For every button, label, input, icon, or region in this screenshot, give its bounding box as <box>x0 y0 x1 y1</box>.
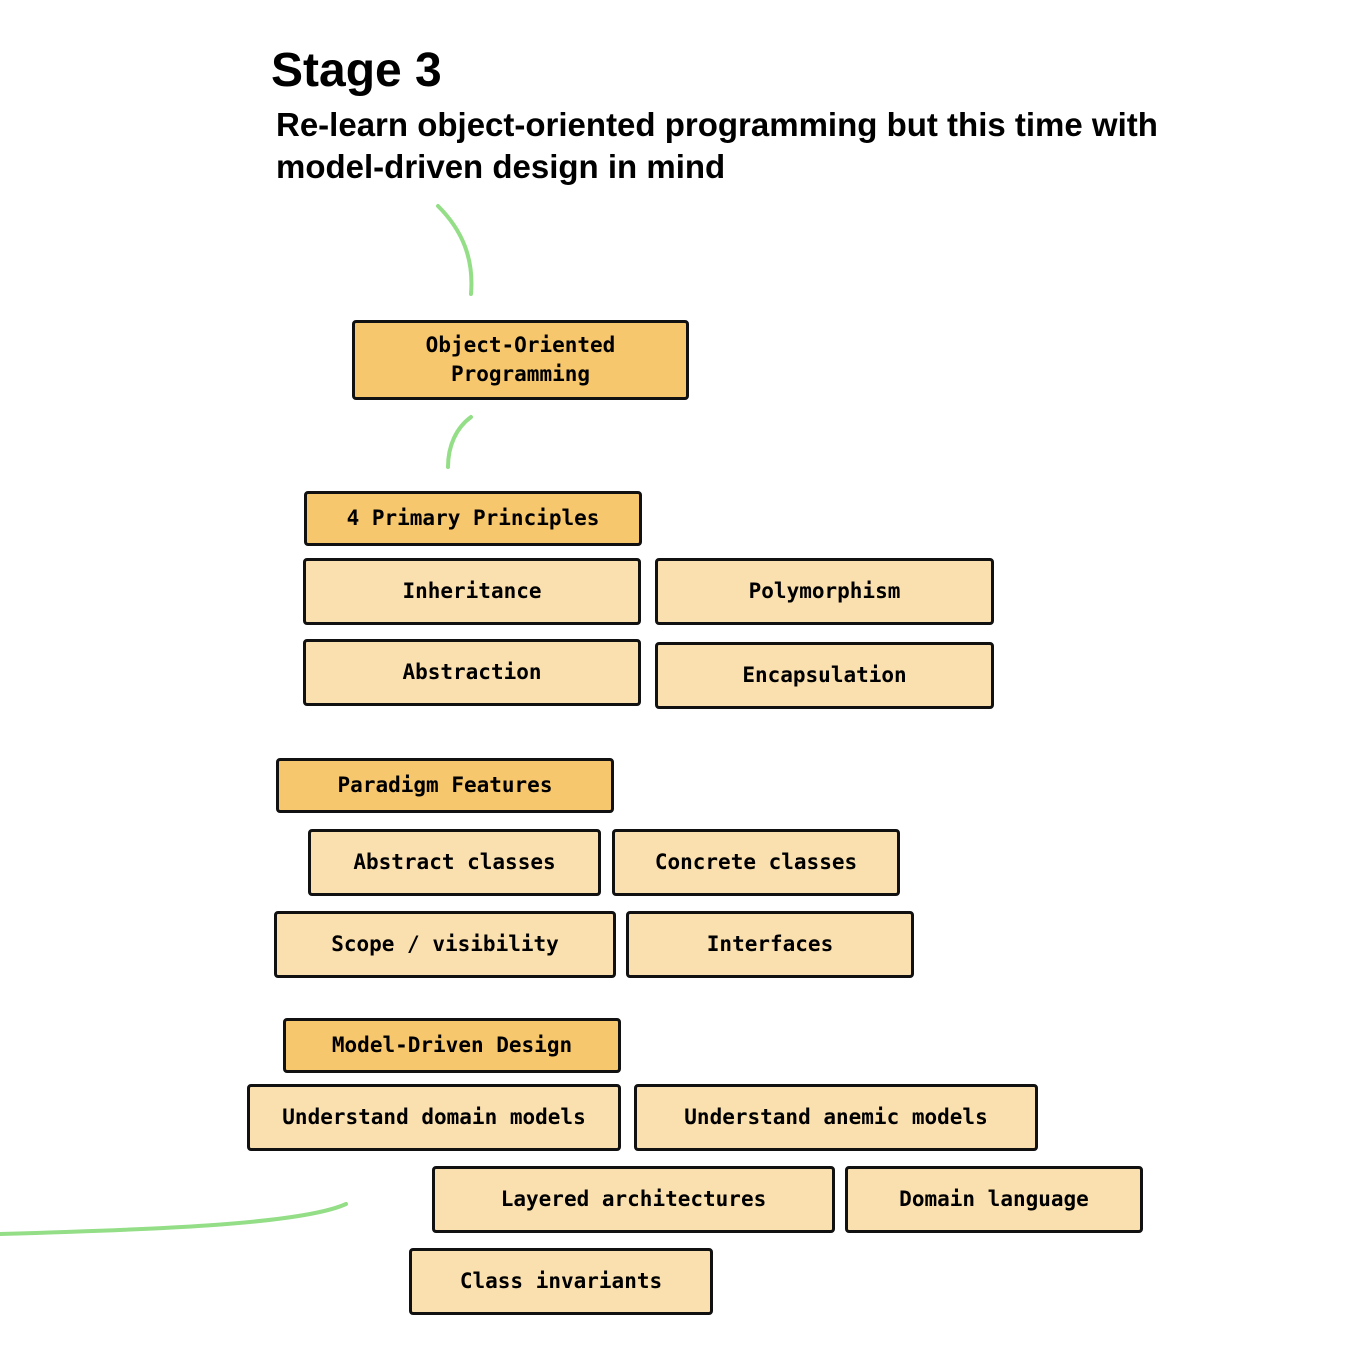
connector-top <box>436 204 474 296</box>
group-header-model-driven-design: Model-Driven Design <box>283 1018 621 1073</box>
node-interfaces: Interfaces <box>626 911 914 978</box>
node-encapsulation: Encapsulation <box>655 642 994 709</box>
stage-subtitle: Re-learn object-oriented programming but… <box>276 106 1158 185</box>
connector-bottom-left <box>0 1202 348 1236</box>
node-abstraction: Abstraction <box>303 639 641 706</box>
node-concrete-classes: Concrete classes <box>612 829 900 896</box>
node-class-invariants: Class invariants <box>409 1248 713 1315</box>
node-layered-architectures: Layered architectures <box>432 1166 835 1233</box>
node-scope-visibility: Scope / visibility <box>274 911 616 978</box>
group-header-primary-principles: 4 Primary Principles <box>304 491 642 546</box>
node-understand-anemic-models: Understand anemic models <box>634 1084 1038 1151</box>
stage-title: Stage 3 <box>271 44 442 97</box>
node-inheritance: Inheritance <box>303 558 641 625</box>
node-object-oriented-programming: Object-Oriented Programming <box>352 320 689 400</box>
node-abstract-classes: Abstract classes <box>308 829 601 896</box>
connector-middle <box>446 415 473 469</box>
node-polymorphism: Polymorphism <box>655 558 994 625</box>
group-header-paradigm-features: Paradigm Features <box>276 758 614 813</box>
node-domain-language: Domain language <box>845 1166 1143 1233</box>
node-understand-domain-models: Understand domain models <box>247 1084 621 1151</box>
